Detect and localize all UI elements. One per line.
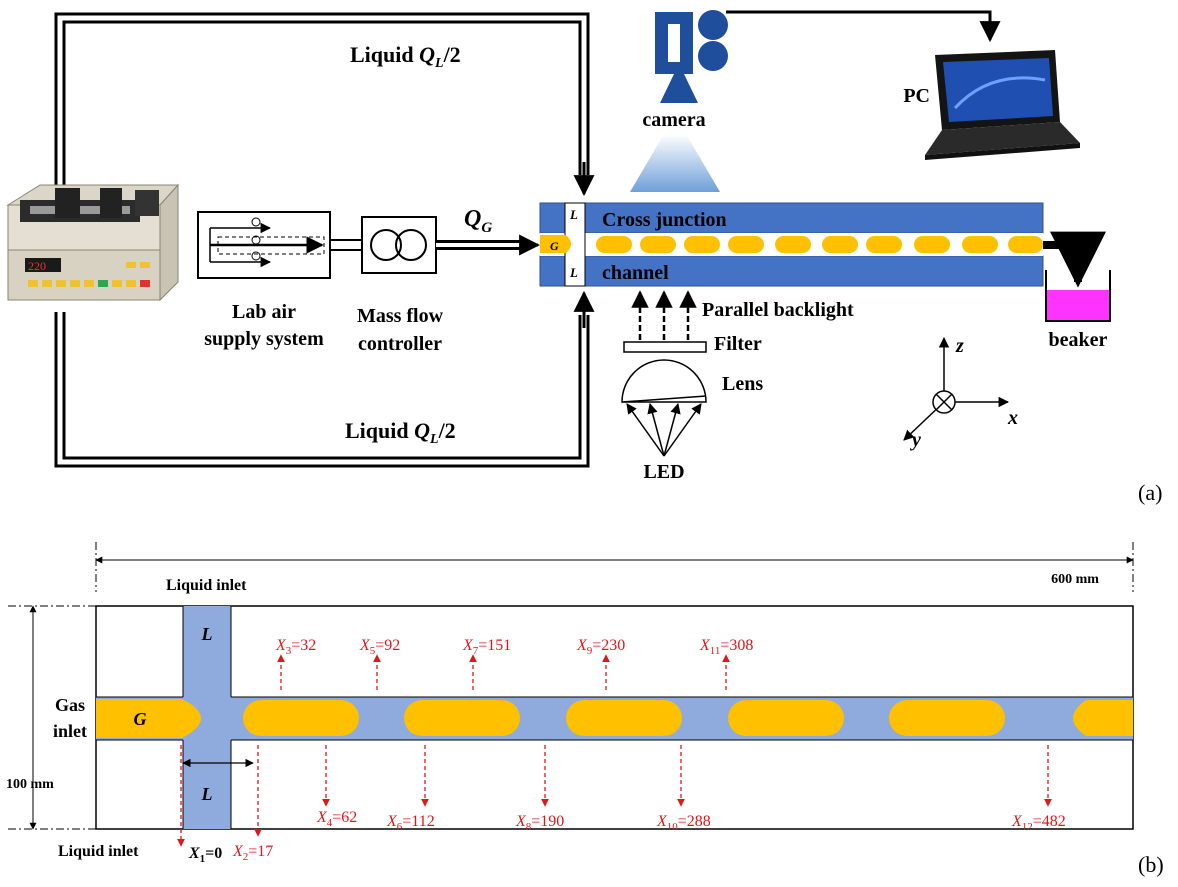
beaker-icon	[1045, 270, 1111, 322]
liquid-marker-b-top: L	[201, 624, 213, 644]
lab-air-supply-box	[197, 211, 331, 279]
lab-air-label-line2: supply system	[204, 328, 324, 350]
lens-label: Lens	[722, 373, 763, 395]
liquid-bottom-label: Liquid QL/2	[345, 418, 456, 447]
camera-field-of-view	[630, 134, 720, 192]
channel-liquid-marker-bottom: L	[569, 265, 578, 280]
cross-junction-channel: G L L	[539, 202, 1044, 287]
outlet-tube	[1043, 231, 1106, 288]
position-label-x1: X1=0	[188, 845, 222, 865]
position-label-x4: X4=62	[316, 809, 357, 829]
position-label-x10: X10=288	[656, 813, 711, 833]
position-markers	[177, 654, 1052, 847]
width-label: 100 mm	[6, 777, 54, 792]
led-rays	[626, 402, 702, 457]
pump-display: 220	[28, 259, 46, 273]
length-label: 600 mm	[1051, 572, 1099, 587]
pc-label: PC	[903, 85, 930, 107]
camera-pc-cable	[726, 10, 1001, 43]
position-label-x2: X2=17	[232, 843, 273, 863]
gas-inlet-label-line2: inlet	[53, 721, 87, 741]
gas-flow-label: QG	[464, 206, 492, 236]
mass-flow-controller	[361, 216, 437, 274]
led-label: LED	[643, 461, 684, 483]
channel-liquid-marker-top: L	[569, 207, 578, 222]
panel-b-label: (b)	[1138, 852, 1164, 877]
liquid-top-label: Liquid QL/2	[350, 42, 461, 71]
coordinate-axes	[903, 336, 1010, 441]
filter-icon	[623, 341, 707, 353]
liquid-tube-bottom	[54, 290, 595, 468]
position-label-x12: X12=482	[1011, 813, 1066, 833]
gas-marker-b: G	[134, 709, 147, 729]
backlight-label: Parallel backlight	[702, 299, 854, 321]
lens-icon	[621, 359, 707, 403]
position-label-x5: X5=92	[359, 637, 400, 657]
axis-z-label: z	[955, 335, 964, 357]
liquid-inlet-bottom-label: Liquid inlet	[58, 843, 139, 860]
syringe-pump: 220	[6, 183, 180, 302]
beaker-label: beaker	[1049, 329, 1108, 351]
position-label-x6: X6=112	[386, 813, 435, 833]
channel-gas-marker: G	[550, 239, 559, 253]
length-dimension	[95, 542, 1134, 592]
camera-icon	[655, 10, 728, 103]
position-label-x8: X8=190	[515, 813, 564, 833]
channel-top-label: Cross junction	[602, 209, 727, 231]
position-label-x11: X11=308	[699, 637, 753, 657]
position-label-x3: X3=32	[275, 637, 316, 657]
panel-a-label: (a)	[1138, 480, 1162, 505]
position-label-x9: X9=230	[576, 637, 625, 657]
slug-bubbles-a	[596, 236, 1043, 253]
slug-bubbles-b	[243, 700, 1133, 736]
liquid-tube-top	[54, 12, 595, 197]
mfc-label-line2: controller	[358, 333, 442, 355]
axis-x-label: x	[1007, 407, 1018, 429]
axis-y-label: y	[910, 429, 921, 451]
gas-inlet-finger	[96, 699, 201, 738]
lab-air-label-line1: Lab air	[232, 301, 296, 323]
width-dimension	[8, 605, 96, 830]
liquid-marker-b-bottom: L	[201, 784, 213, 804]
gas-inlet-label-line1: Gas	[55, 695, 85, 715]
laptop-icon	[925, 50, 1080, 160]
filter-label: Filter	[714, 333, 762, 355]
mfc-label-line1: Mass flow	[357, 305, 444, 327]
liquid-inlet-top-label: Liquid inlet	[166, 577, 247, 594]
position-label-x7: X7=151	[462, 637, 511, 657]
channel-bottom-label: channel	[602, 262, 669, 284]
parallel-backlight	[631, 290, 697, 340]
camera-label: camera	[642, 109, 705, 131]
